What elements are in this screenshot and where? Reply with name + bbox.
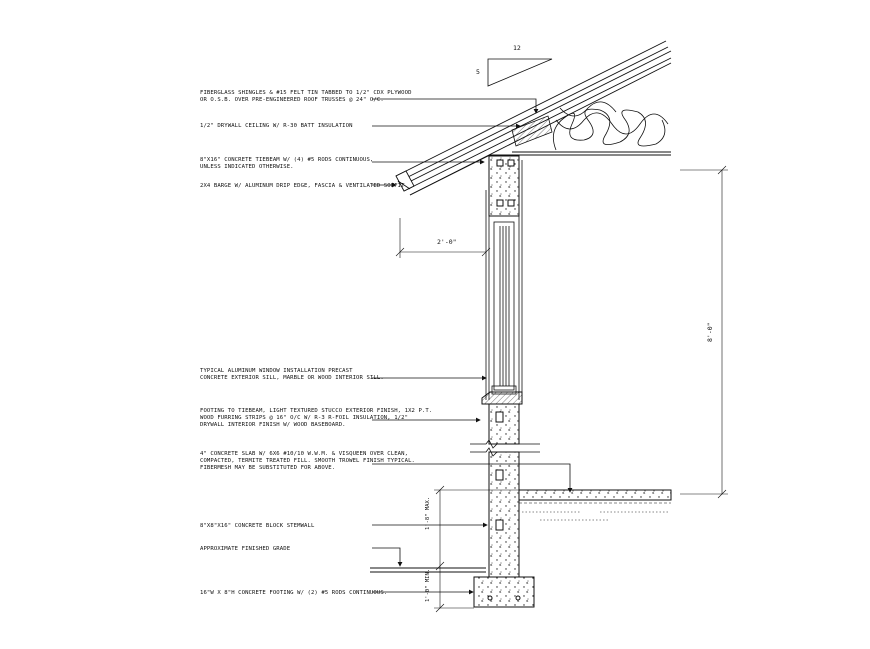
leader-lines bbox=[372, 98, 573, 595]
compacted-fill bbox=[522, 511, 668, 521]
pitch-rise-label: 5 bbox=[476, 68, 480, 76]
dim-overhang: 2'-0" bbox=[437, 238, 457, 246]
concrete-footing bbox=[473, 576, 535, 608]
dimension-lines bbox=[395, 165, 728, 613]
concrete-slab bbox=[518, 489, 672, 504]
concrete-tiebeam bbox=[488, 155, 520, 217]
note-footing: 16"W X 8"H CONCRETE FOOTING W/ (2) #5 RO… bbox=[200, 590, 388, 596]
note-grade: APPROXIMATE FINISHED GRADE bbox=[200, 546, 291, 552]
exterior-wall bbox=[485, 160, 523, 400]
note-tiebeam: 8"X16" CONCRETE TIEBEAM W/ (4) #5 RODS C… bbox=[200, 157, 374, 171]
note-footing-stucco: FOOTING TO TIEBEAM, LIGHT TEXTURED STUCC… bbox=[200, 408, 433, 429]
dim-wall-height: 8'-0" bbox=[706, 322, 714, 342]
dim-stem-above: 1'-8" MAX. bbox=[425, 496, 431, 530]
note-stemwall: 8"X8"X16" CONCRETE BLOCK STEMWALL bbox=[200, 523, 315, 529]
note-drywall-ceiling: 1/2" DRYWALL CEILING W/ R-30 BATT INSULA… bbox=[200, 123, 353, 129]
note-shingles: FIBERGLASS SHINGLES & #15 FELT TIN TABBE… bbox=[200, 90, 412, 104]
finished-grade bbox=[370, 567, 486, 573]
break-line bbox=[470, 439, 540, 457]
note-window: TYPICAL ALUMINUM WINDOW INSTALLATION PRE… bbox=[200, 368, 384, 382]
roof-pitch-symbol bbox=[487, 58, 553, 87]
soffit-vent-block bbox=[511, 115, 553, 147]
batt-insulation bbox=[552, 101, 669, 151]
roof-assembly bbox=[395, 40, 672, 196]
note-slab: 4" CONCRETE SLAB W/ 6X6 #10/10 W.W.M. & … bbox=[200, 451, 415, 472]
note-fascia: 2X4 BARGE W/ ALUMINUM DRIP EDGE, FASCIA … bbox=[200, 183, 405, 189]
aluminum-window bbox=[491, 221, 517, 395]
pitch-run-label: 12 bbox=[513, 44, 521, 52]
block-wall bbox=[488, 403, 520, 578]
window-sill bbox=[481, 391, 523, 405]
dim-stem-below: 1'-0" MIN. bbox=[425, 568, 431, 602]
